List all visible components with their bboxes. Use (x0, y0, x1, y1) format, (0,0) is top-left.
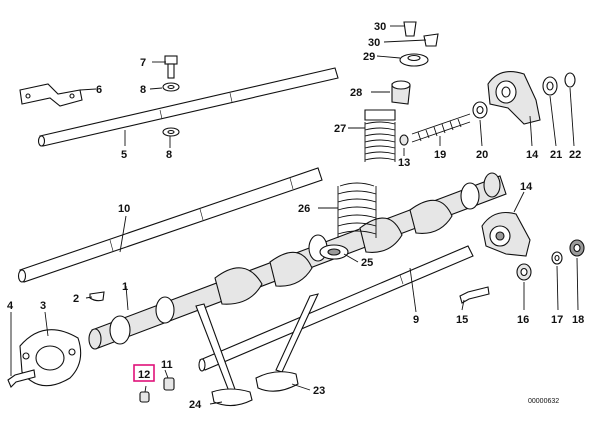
small-spring (411, 113, 471, 143)
hex-nut (516, 263, 532, 281)
label-part-3[interactable]: 3 (40, 300, 46, 312)
label-part-28[interactable]: 28 (350, 87, 362, 99)
label-part-2[interactable]: 2 (73, 293, 79, 305)
highlight-frame (133, 364, 155, 382)
label-part-25[interactable]: 25 (361, 257, 373, 269)
label-part-5[interactable]: 5 (121, 149, 127, 161)
label-part-22[interactable]: 22 (569, 149, 581, 161)
shaft-bracket (19, 83, 83, 107)
camshaft (88, 172, 507, 350)
plunger (399, 134, 409, 146)
label-part-17[interactable]: 17 (551, 314, 563, 326)
valve-stem-seal (391, 80, 411, 105)
circlip (564, 72, 576, 88)
label-part-15[interactable]: 15 (456, 314, 468, 326)
label-part-20[interactable]: 20 (476, 149, 488, 161)
label-part-11[interactable]: 11 (161, 359, 173, 371)
label-part-24[interactable]: 24 (189, 399, 202, 411)
label-part-26[interactable]: 26 (298, 203, 310, 215)
label-part-9[interactable]: 9 (413, 314, 419, 326)
camshaft-flange (19, 329, 82, 387)
rocker-arm-lower (481, 211, 531, 257)
leader-lines (10, 25, 579, 405)
document-number: 00000632 (528, 398, 559, 405)
label-part-21[interactable]: 21 (550, 149, 562, 161)
valve-guide-bushing (163, 377, 175, 391)
label-part-10[interactable]: 10 (118, 203, 130, 215)
label-part-6[interactable]: 6 (96, 84, 102, 96)
label-part-14-upper[interactable]: 14 (526, 149, 539, 161)
spring-seat (319, 244, 349, 260)
label-part-29[interactable]: 29 (363, 51, 375, 63)
intake-valve (255, 293, 319, 392)
label-part-12[interactable]: 12 (138, 369, 150, 381)
dowel-pin (139, 391, 150, 403)
bolt-and-washers (162, 55, 180, 137)
woodruff-key (89, 291, 105, 302)
exhaust-valve (195, 303, 253, 407)
label-part-4[interactable]: 4 (7, 300, 14, 312)
nut-18 (569, 239, 585, 257)
valve-spring-upper (364, 109, 396, 162)
label-part-18[interactable]: 18 (572, 314, 584, 326)
spring-retainer (399, 53, 429, 67)
rocker-shaft-right (198, 245, 474, 372)
valve-collets (403, 21, 439, 47)
label-part-8-upper[interactable]: 8 (140, 84, 146, 96)
label-part-19[interactable]: 19 (434, 149, 446, 161)
label-part-30-upper[interactable]: 30 (374, 21, 386, 33)
rocker-shaft-upper (37, 67, 339, 147)
label-part-23[interactable]: 23 (313, 385, 325, 397)
label-part-7[interactable]: 7 (140, 57, 146, 69)
label-part-13[interactable]: 13 (398, 157, 410, 169)
valve-spring-lower (337, 182, 377, 238)
hex-bolt (459, 286, 490, 304)
flange-bolt (7, 369, 36, 388)
label-part-30-lower[interactable]: 30 (368, 37, 380, 49)
label-part-16[interactable]: 16 (517, 314, 529, 326)
label-part-1[interactable]: 1 (122, 281, 128, 293)
rocker-arm-upper (487, 71, 541, 125)
rocker-shaft-lower (17, 167, 323, 283)
label-part-8-lower[interactable]: 8 (166, 149, 172, 161)
label-part-14-lower[interactable]: 14 (520, 181, 533, 193)
part-labels: 1 2 3 4 5 6 7 8 8 9 10 11 12 13 14 14 15… (7, 21, 584, 411)
label-part-27[interactable]: 27 (334, 123, 346, 135)
